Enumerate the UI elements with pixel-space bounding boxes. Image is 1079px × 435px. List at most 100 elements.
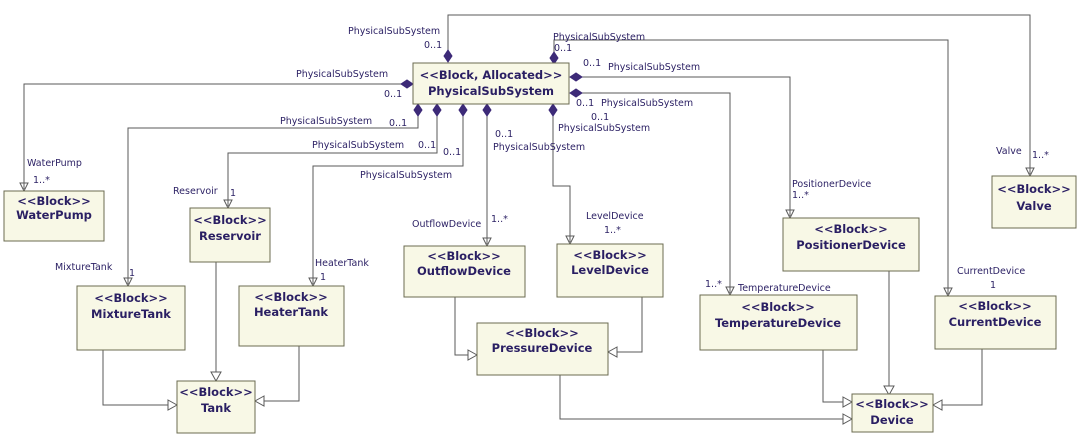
mult-part-mixture: 1: [129, 268, 135, 279]
block-name: Reservoir: [199, 229, 261, 243]
mult-owner-temperature: 0..1: [576, 98, 594, 109]
role-part-temperature: TemperatureDevice: [737, 283, 831, 294]
mult-part-reservoir: 1: [230, 188, 236, 199]
block-level-device[interactable]: <<Block>> LevelDevice: [556, 243, 664, 298]
generalization-positioner-device[interactable]: [883, 271, 895, 397]
block-mixture-tank[interactable]: <<Block>> MixtureTank: [76, 285, 186, 351]
mult-owner-reservoir: 0..1: [418, 140, 436, 151]
block-name: Tank: [201, 401, 231, 415]
role-part-mixture: MixtureTank: [55, 262, 113, 273]
block-tank[interactable]: <<Block>> Tank: [176, 380, 256, 434]
block-name: PositionerDevice: [796, 238, 906, 252]
generalization-outflow-pressure[interactable]: [454, 297, 479, 361]
role-part-positioner: PositionerDevice: [792, 179, 871, 190]
role-part-heater: HeaterTank: [315, 258, 369, 269]
mult-part-temperature: 1..*: [705, 279, 722, 290]
mult-owner-level: 0..1: [591, 112, 609, 123]
block-stereotype: <<Block>>: [427, 249, 501, 263]
block-name: LevelDevice: [571, 263, 649, 277]
block-stereotype: <<Block>>: [814, 222, 888, 236]
role-part-reservoir: Reservoir: [173, 186, 218, 197]
block-name: MixtureTank: [91, 307, 171, 321]
mult-owner-current: 0..1: [554, 43, 572, 54]
mult-part-waterpump: 1..*: [33, 175, 50, 186]
block-valve[interactable]: <<Block>> Valve: [991, 175, 1077, 229]
association-mixture[interactable]: PhysicalSubSystem 0..1 MixtureTank 1: [55, 103, 423, 288]
association-current[interactable]: PhysicalSubSystem 0..1 CurrentDevice 1: [549, 32, 1025, 298]
block-device[interactable]: <<Block>> Device: [851, 393, 934, 433]
role-owner-temperature: PhysicalSubSystem: [601, 98, 693, 109]
mult-part-valve: 1..*: [1032, 150, 1049, 161]
block-stereotype: <<Block>>: [179, 385, 253, 399]
association-reservoir[interactable]: PhysicalSubSystem 0..1 Reservoir 1: [173, 103, 442, 210]
block-water-pump[interactable]: <<Block>> WaterPump: [3, 190, 105, 242]
block-name: Valve: [1016, 199, 1051, 213]
block-stereotype: <<Block>>: [855, 397, 929, 411]
block-stereotype: <<Block>>: [997, 182, 1071, 196]
block-stereotype: <<Block>>: [505, 326, 579, 340]
block-name: HeaterTank: [254, 305, 328, 319]
block-heater-tank[interactable]: <<Block>> HeaterTank: [238, 285, 345, 347]
association-level[interactable]: PhysicalSubSystem 0..1 LevelDevice 1..*: [548, 103, 650, 246]
mult-owner-outflow: 0..1: [495, 129, 513, 140]
mult-part-heater: 1: [320, 272, 326, 283]
block-name: CurrentDevice: [949, 315, 1042, 329]
association-positioner[interactable]: PhysicalSubSystem 0..1 PositionerDevice …: [569, 58, 871, 220]
block-name: WaterPump: [16, 208, 92, 222]
generalization-reservoir-tank[interactable]: [210, 262, 222, 383]
association-heater[interactable]: PhysicalSubSystem 0..1 HeaterTank 1: [308, 103, 468, 288]
block-temperature-device[interactable]: <<Block>> TemperatureDevice: [699, 294, 858, 351]
mult-owner-valve: 0..1: [424, 40, 442, 51]
generalization-heater-tank[interactable]: [253, 346, 300, 407]
block-name: OutflowDevice: [417, 264, 511, 278]
role-part-level: LevelDevice: [586, 211, 644, 222]
block-stereotype: <<Block>>: [94, 291, 168, 305]
role-part-valve: Valve: [996, 146, 1022, 157]
block-stereotype: <<Block>>: [254, 290, 328, 304]
role-owner-heater: PhysicalSubSystem: [360, 170, 452, 181]
role-owner-positioner: PhysicalSubSystem: [608, 62, 700, 73]
mult-owner-waterpump: 0..1: [384, 89, 402, 100]
block-name: PhysicalSubSystem: [428, 84, 554, 98]
block-current-device[interactable]: <<Block>> CurrentDevice: [934, 295, 1057, 350]
mult-part-outflow: 1..*: [491, 214, 508, 225]
mult-part-level: 1..*: [604, 225, 621, 236]
block-stereotype: <<Block>>: [193, 213, 267, 227]
block-positioner-device[interactable]: <<Block>> PositionerDevice: [782, 217, 920, 272]
role-owner-level: PhysicalSubSystem: [558, 123, 650, 134]
block-reservoir[interactable]: <<Block>> Reservoir: [189, 207, 271, 263]
association-valve[interactable]: PhysicalSubSystem 0..1 Valve 1..*: [348, 14, 1049, 178]
block-physical-subsystem[interactable]: <<Block, Allocated>> PhysicalSubSystem: [412, 62, 570, 105]
role-owner-mixture: PhysicalSubSystem: [280, 116, 372, 127]
mult-owner-positioner: 0..1: [583, 58, 601, 69]
role-owner-reservoir: PhysicalSubSystem: [312, 140, 404, 151]
association-outflow[interactable]: PhysicalSubSystem 0..1 OutflowDevice 1..…: [412, 103, 585, 248]
association-waterpump[interactable]: PhysicalSubSystem 0..1 WaterPump 1..*: [19, 69, 414, 193]
block-stereotype: <<Block>>: [741, 300, 815, 314]
block-name: PressureDevice: [492, 341, 593, 355]
association-temperature[interactable]: PhysicalSubSystem 0..1 TemperatureDevice…: [569, 88, 831, 297]
role-owner-current: PhysicalSubSystem: [553, 32, 645, 43]
mult-part-current: 1: [990, 280, 996, 291]
role-part-current: CurrentDevice: [957, 266, 1025, 277]
block-stereotype: <<Block>>: [17, 194, 91, 208]
block-stereotype: <<Block>>: [573, 248, 647, 262]
role-part-outflow: OutflowDevice: [412, 219, 481, 230]
mult-owner-heater: 0..1: [443, 147, 461, 158]
block-stereotype: <<Block, Allocated>>: [420, 68, 563, 82]
generalization-level-pressure[interactable]: [606, 297, 643, 358]
role-owner-outflow: PhysicalSubSystem: [493, 142, 585, 153]
block-outflow-device[interactable]: <<Block>> OutflowDevice: [403, 245, 526, 298]
role-owner-valve: PhysicalSubSystem: [348, 26, 440, 37]
block-stereotype: <<Block>>: [958, 299, 1032, 313]
role-owner-waterpump: PhysicalSubSystem: [296, 69, 388, 80]
generalization-pressure-device[interactable]: [559, 375, 854, 425]
mult-part-positioner: 1..*: [792, 190, 809, 201]
mult-owner-mixture: 0..1: [389, 118, 407, 129]
generalization-mixture-tank[interactable]: [102, 350, 179, 411]
generalization-temperature-device[interactable]: [822, 350, 854, 408]
generalization-current-device[interactable]: [931, 349, 983, 411]
block-pressure-device[interactable]: <<Block>> PressureDevice: [476, 322, 609, 376]
role-part-waterpump: WaterPump: [27, 158, 82, 169]
